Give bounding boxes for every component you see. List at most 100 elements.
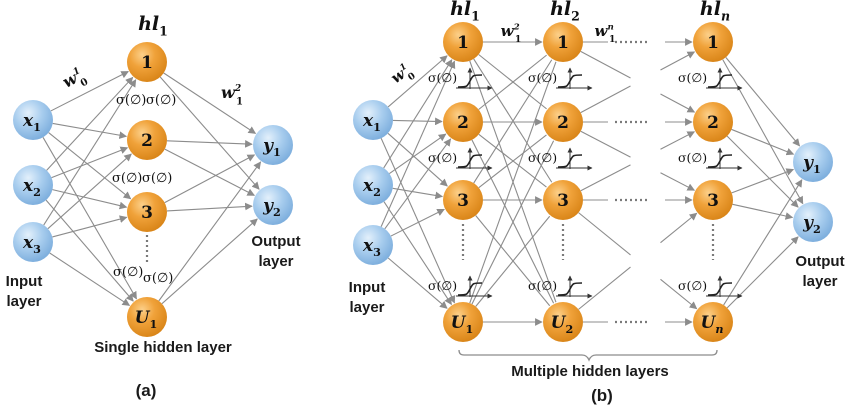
sigmoid-curve: [457, 154, 483, 168]
panel-b-output-node-1-circle: [793, 142, 833, 182]
activation-function-label: σ(∅): [528, 70, 557, 85]
edge-b-input-2-hl1-1: [383, 59, 453, 169]
edge-a-hidden-3-output-2: [166, 202, 253, 212]
panel-b-hidden-node-c1-r3: 3: [443, 180, 483, 220]
sigmoid-curve: [557, 282, 583, 296]
panel-a-output-node-1-label: y1: [262, 136, 281, 159]
sigmoid-curve: [557, 74, 583, 88]
edge-a-input-2-hidden-1: [46, 76, 134, 171]
panel-b-activation-glyph: σ(∅): [528, 67, 593, 91]
edge-b-hln-4-output-1: [723, 179, 803, 306]
panel-b-hidden-node-c3-r4: Un: [693, 302, 733, 342]
sigmoid-curve: [457, 282, 483, 296]
panel-b-hidden-layer-header-1: hl1: [450, 0, 480, 23]
edge-a-input-1-hidden-2: [52, 122, 128, 139]
activation-function-label: σ(∅): [428, 150, 457, 165]
panel-b-activation-glyph: σ(∅): [528, 275, 593, 299]
panel-b-hidden-node-c2-r2-circle: [543, 102, 583, 142]
sigmoid-curve: [557, 154, 583, 168]
panel-a-layer-title: Single hidden layer: [94, 339, 232, 356]
panel-a-activation-label: σ(∅): [113, 265, 143, 280]
edge-b-input-3-hl1-3: [390, 208, 445, 237]
edge-a-input-1-hidden-3: [48, 132, 132, 200]
panel-a-activation-label: σ(∅): [112, 171, 142, 186]
activation-function-label: σ(∅): [528, 278, 557, 293]
panel-b-hidden-node-c1-r4-label: U1: [451, 313, 474, 336]
panel-a-activation-label: σ(∅): [146, 93, 176, 108]
panel-b-hidden-node-c1-r1: 1: [443, 22, 483, 62]
panel-b-output-node-1-label: y1: [802, 153, 821, 176]
panel-b-hidden-node-c1-r1-circle: [443, 22, 483, 62]
edge-b-hln-3-output-1: [731, 168, 795, 194]
edge-b-hln-partial: [660, 278, 698, 310]
panel-b-input-node-1-label: x1: [362, 111, 381, 134]
edge-b-hln-2-output-1: [731, 128, 795, 156]
edge-b-hl1-4-hl2-1: [469, 61, 557, 304]
panel-a-hidden-layer-header: hl1: [138, 13, 168, 38]
panel-b-output-node-2-label: y2: [802, 213, 821, 236]
panel-a-hidden-node-1-label: 1: [141, 53, 153, 73]
edge-b-hl1-2-hl2-1: [478, 54, 547, 110]
edge-b-input-2-hl1-4: [383, 201, 452, 306]
panel-a-output-node-1: y1: [253, 125, 293, 165]
panel-a-caption: (a): [136, 381, 157, 400]
edge-a-input-3-hidden-4: [49, 252, 131, 306]
panel-a-hidden-node-4-label: U1: [135, 308, 158, 331]
edge-b-input-1-hl1-1: [387, 55, 448, 108]
panel-a-hidden-node-2-label: 2: [141, 131, 153, 151]
edge-b-hln-partial: [660, 131, 696, 150]
panel-b-hidden-layer-header-2: hl2: [550, 0, 580, 23]
panel-b-hidden-node-c2-r1-label: 1: [557, 33, 569, 53]
edge-b-input-1-hl1-3: [387, 132, 448, 187]
edge-b-hln-partial: [660, 212, 698, 244]
panel-a-hidden-node-3-circle: [127, 192, 167, 232]
panel-b-hidden-node-c1-r4: U1: [443, 302, 483, 342]
sigmoid-curve: [457, 74, 483, 88]
activation-function-label: σ(∅): [678, 70, 707, 85]
panel-a-input-node-3-label: x3: [22, 233, 41, 256]
panel-b-output-node-2: y2: [793, 202, 833, 242]
panel-b-input-node-1: x1: [353, 100, 393, 140]
panel-b-hidden-node-c2-r2-label: 2: [557, 113, 569, 133]
panel-b-hidden-node-c3-r2: 2: [693, 102, 733, 142]
panel-b-input-layer-label: Input: [349, 279, 386, 296]
panel-b-hidden-node-c1-r3-label: 3: [457, 191, 469, 211]
activation-function-label: σ(∅): [428, 70, 457, 85]
panel-a-hidden-node-2: 2: [127, 120, 167, 160]
panel-b-hidden-node-c1-r2: 2: [443, 102, 483, 142]
panel-b-hidden-node-c2-r4: U2: [543, 302, 583, 342]
edge-a-hidden-2-output-1: [166, 140, 253, 148]
edge-b-hln-1-output-2: [722, 59, 804, 205]
panel-a-hidden-node-4: U1: [127, 297, 167, 337]
edge-b-hl2-partial: [578, 212, 631, 256]
panel-a-input-layer-label: Input: [6, 273, 43, 290]
panel-a-output-node-1-circle: [253, 125, 293, 165]
panel-b-hidden-node-c2-r3: 3: [543, 180, 583, 220]
panel-b-hidden-node-c1-r3-circle: [443, 180, 483, 220]
panel-a-output-node-2: y2: [253, 185, 293, 225]
panel-b-hidden-node-c3-r3: 3: [693, 180, 733, 220]
edge-b-hl2-partial: [580, 85, 631, 114]
edge-b-hln-2-output-2: [726, 135, 799, 208]
panel-b-hidden-node-c3-r4-label: Un: [701, 313, 724, 336]
hidden-layers-bracket: [458, 349, 718, 362]
panel-b-activation-glyph: σ(∅): [428, 147, 493, 171]
edge-a-input-1-hidden-4: [42, 137, 137, 300]
edge-b-hln-4-output-2: [726, 236, 799, 309]
edge-a-input-3-hidden-3: [52, 215, 128, 238]
panel-a-output-node-2-label: y2: [262, 196, 281, 219]
sigmoid-curve: [707, 154, 733, 168]
panel-b-output-layer-label: Output: [795, 253, 844, 270]
panel-b-input-node-2: x2: [353, 165, 393, 205]
panel-a-hidden-node-2-circle: [127, 120, 167, 160]
panel-b-hidden-layer-header-3: hln: [700, 0, 730, 23]
panel-a-hidden-node-1: 1: [127, 42, 167, 82]
panel-b-hidden-node-c3-r1: 1: [693, 22, 733, 62]
panel-b-output-layer-label: layer: [802, 273, 837, 290]
panel-b-caption: (b): [591, 386, 613, 405]
panel-b-input-node-2-label: x2: [362, 176, 381, 199]
panel-b-hidden-node-c3-r3-label: 3: [707, 191, 719, 211]
